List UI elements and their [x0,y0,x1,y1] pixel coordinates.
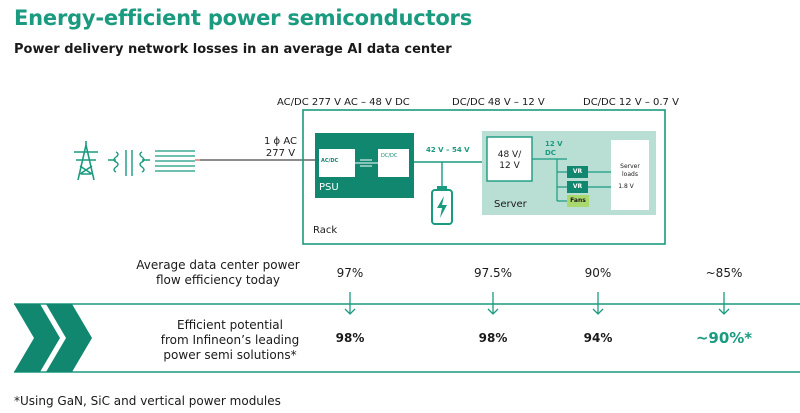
today-row-label: Average data center power flow efficienc… [136,258,300,287]
psu-dcdc-block [378,149,409,177]
today-value-total: ~85% [705,266,743,280]
vr-label-2: VR [572,183,583,190]
footnote: *Using GaN, SiC and vertical power modul… [14,394,281,408]
vr-label-1: VR [572,168,583,175]
vr-block-2 [567,181,588,193]
server-label: Server [494,199,527,210]
bus-voltage-label: 42 V – 54 V [426,146,470,154]
psu-label: PSU [319,182,339,193]
potential-value-acdc: 98% [335,331,365,345]
converter-48-12-label: 48 V/ 12 V [497,150,522,171]
today-value-acdc: 97% [336,266,364,280]
dc12-label: 12 V DC [545,140,563,157]
transmission-tower-icon [74,141,98,181]
rack-frame [302,109,666,245]
rack-label: Rack [313,225,338,236]
arrow-icon-3 [592,292,604,315]
potential-value-dcdc1: 98% [478,331,508,345]
vr-block-1 [567,166,588,178]
potential-value-dcdc2: 94% [583,331,613,345]
psu-dcdc-label: DC/DC [381,153,398,159]
arrow-icon-2 [487,292,499,315]
potential-row-label: Efficient potential from Infineon’s lead… [160,318,300,362]
page-title: Energy-efficient power semiconductors [14,6,473,30]
converter-48-12-block [486,136,533,182]
psu-acdc-block [319,149,355,177]
fans-block [567,195,589,207]
today-value-dcdc1: 97.5% [473,266,513,280]
page-subtitle: Power delivery network losses in an aver… [14,42,452,57]
transformer-icon [108,150,150,176]
stage-label-acdc: AC/DC 277 V AC – 48 V DC [277,97,410,108]
load-voltage-label: 1.8 V [618,183,634,190]
capacitor-icon [360,159,372,167]
arrow-icon-4 [718,292,730,315]
psu-acdc-label: AC/DC [321,158,339,164]
chevron-icon-2 [46,304,92,372]
battery-icon [431,186,453,225]
potential-value-total: ~90%* [695,329,753,347]
chevron-icon-1 [14,304,60,372]
today-value-dcdc2: 90% [584,266,612,280]
server-loads-label: Server loads [620,163,640,178]
server-loads-block [611,140,649,210]
stage-label-dcdc-12-07: DC/DC 12 V – 0.7 V [583,97,679,108]
stage-label-dcdc-48-12: DC/DC 48 V – 12 V [452,97,545,108]
ac-input-label: 1 ϕ AC 277 V [264,136,297,159]
feeder-lines [155,150,195,172]
arrow-icon-1 [344,292,356,315]
fans-label: Fans [570,197,586,204]
